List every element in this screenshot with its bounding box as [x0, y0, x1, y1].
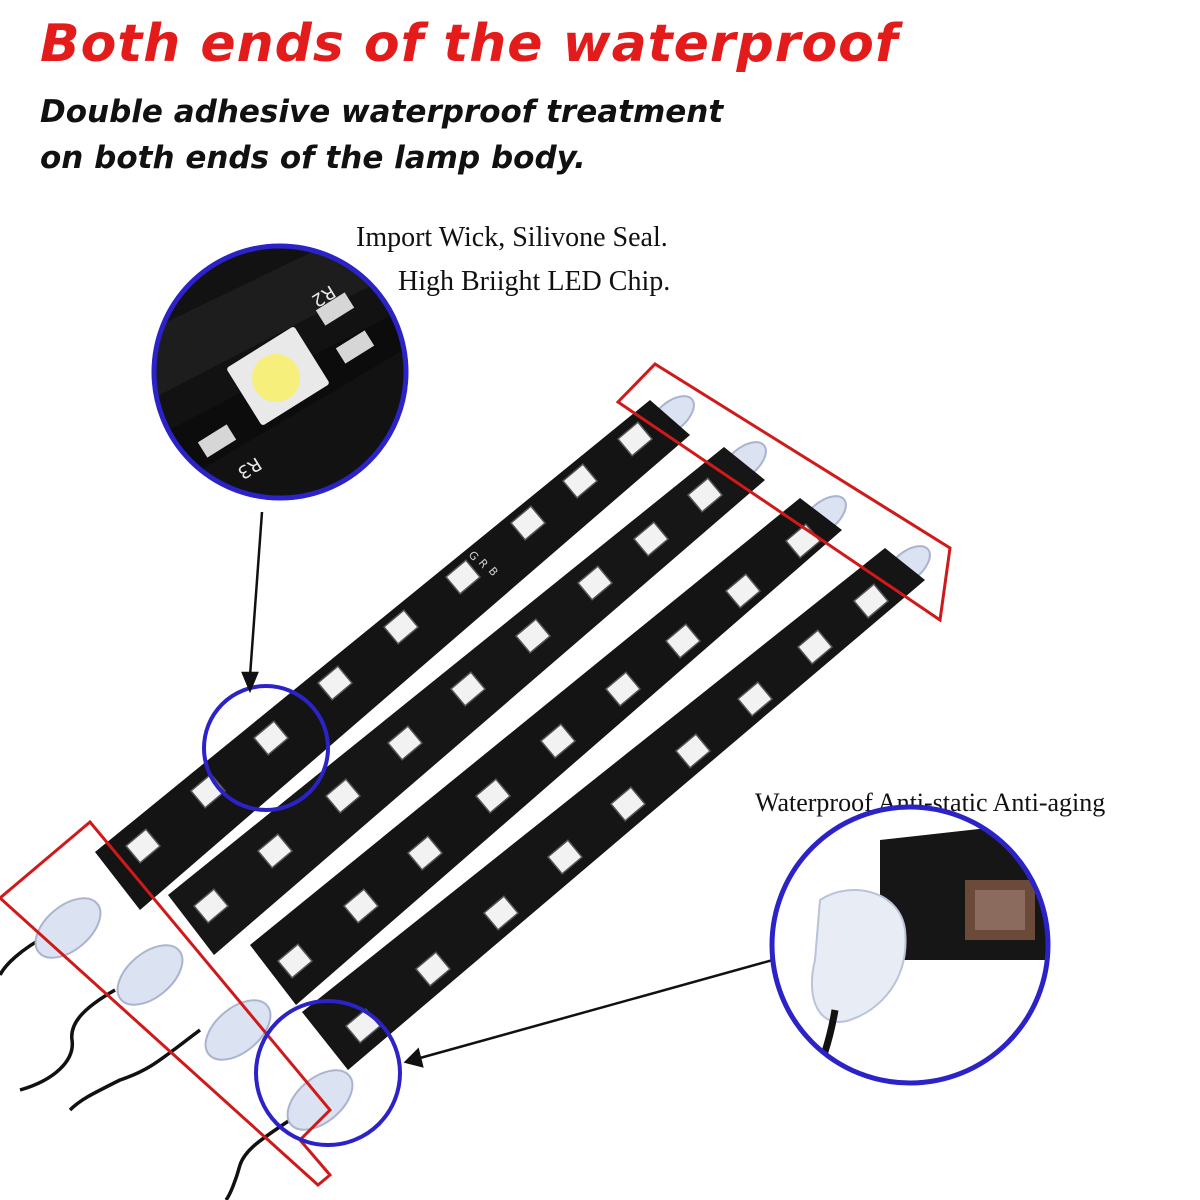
zoom-circle-end-border: [769, 804, 1051, 1086]
callout-chip-line-1: Import Wick, Silivone Seal.: [356, 222, 668, 253]
arrow-head-down: [241, 671, 259, 694]
zoom-marker-chip: [202, 684, 330, 812]
led-chips: [124, 421, 890, 1044]
headline: Both ends of the waterproof: [40, 14, 899, 74]
zoom-circle-end: [769, 804, 1051, 1086]
strip-4: [302, 548, 925, 1070]
highlight-box-right: [615, 362, 952, 623]
callout-chip-line-2: High Briight LED Chip.: [398, 266, 671, 297]
subheadline-line-1: Double adhesive waterproof treatment: [40, 94, 724, 130]
zoom-markers: [202, 684, 402, 1147]
strip-1: [95, 400, 690, 910]
subheadline-line-2: on both ends of the lamp body.: [40, 140, 586, 176]
zoom-marker-end: [254, 999, 402, 1147]
zoom-circle-chip: R2 R3: [151, 243, 409, 501]
zoom-circle-chip-border: [151, 243, 409, 501]
arrows: [241, 511, 781, 1068]
arrow-head-left: [403, 1047, 424, 1068]
strip-3: [250, 498, 842, 1005]
